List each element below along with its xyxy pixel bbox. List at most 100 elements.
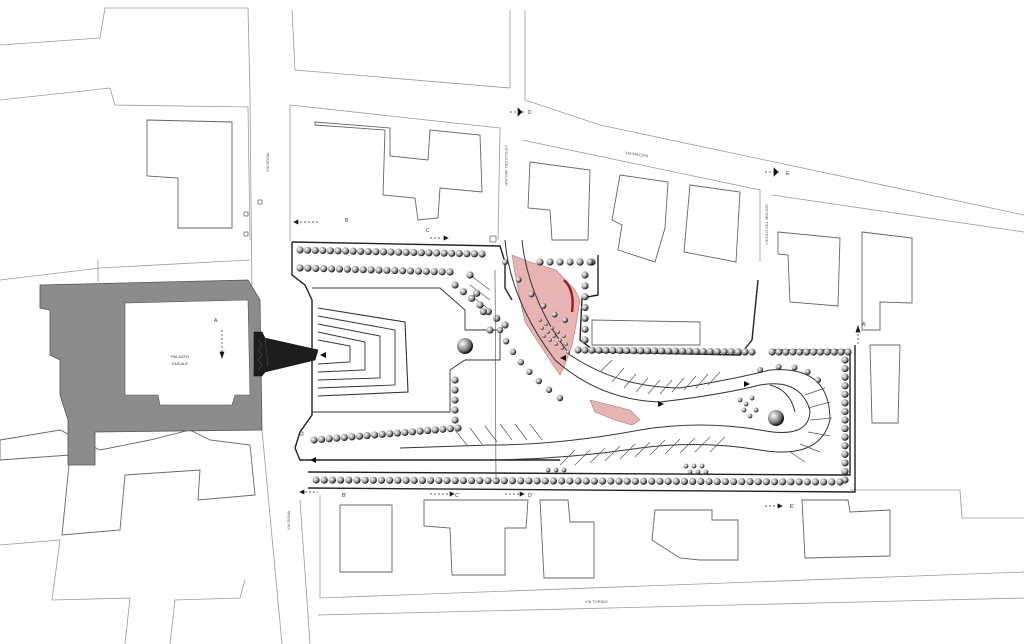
section-marker-e2: E' <box>765 503 794 510</box>
tree <box>341 247 350 255</box>
arrow-1 <box>310 457 316 463</box>
tree <box>789 348 797 356</box>
tree <box>422 267 430 275</box>
tree <box>582 477 590 485</box>
tree-rows <box>296 246 852 486</box>
tree <box>333 434 341 442</box>
tree <box>566 477 574 485</box>
tree <box>538 318 542 322</box>
tree <box>466 271 474 279</box>
arrow-4 <box>744 381 750 387</box>
tree <box>391 266 399 275</box>
tree <box>455 249 463 258</box>
arrow-3 <box>658 401 664 407</box>
tree <box>369 476 377 484</box>
tree <box>747 413 753 419</box>
tree <box>841 459 849 467</box>
tree <box>320 265 328 273</box>
tree <box>304 264 312 272</box>
tree <box>486 326 494 334</box>
tree <box>841 442 849 450</box>
tree <box>598 477 607 485</box>
tree <box>399 267 407 275</box>
tree <box>713 477 721 486</box>
tree <box>361 476 369 484</box>
fountain-statue-east <box>768 410 784 426</box>
tree <box>349 247 357 255</box>
tree <box>326 247 334 255</box>
tree <box>410 248 418 257</box>
tree <box>394 248 403 256</box>
tree <box>574 346 582 354</box>
tree <box>616 346 624 355</box>
tree <box>685 347 693 355</box>
tree <box>310 436 318 444</box>
tree <box>656 477 664 485</box>
tree <box>345 476 353 484</box>
tree <box>430 267 438 276</box>
tree <box>648 477 656 485</box>
tree <box>672 477 680 485</box>
tree <box>637 347 645 355</box>
tree <box>546 258 554 266</box>
tree <box>650 347 659 355</box>
tree <box>509 348 517 356</box>
tree <box>595 346 603 354</box>
tree <box>463 250 471 258</box>
tree <box>439 425 447 433</box>
tree <box>502 259 508 265</box>
tree <box>312 476 320 484</box>
tree <box>574 477 582 485</box>
tree <box>581 282 589 290</box>
tree <box>443 476 451 485</box>
tree <box>336 476 345 484</box>
tree <box>540 302 547 309</box>
tree <box>671 347 680 355</box>
tree <box>493 314 501 322</box>
tree <box>476 477 484 485</box>
arrow-5 <box>320 352 326 358</box>
tree <box>556 394 564 402</box>
tree <box>775 363 782 370</box>
tree <box>377 476 386 484</box>
tree <box>554 342 558 346</box>
tree <box>623 346 631 355</box>
tree <box>317 435 326 443</box>
tree <box>551 311 558 318</box>
tree <box>553 467 559 473</box>
tree <box>841 364 849 373</box>
tree <box>351 265 359 274</box>
tree <box>803 478 811 486</box>
tree <box>467 476 476 485</box>
tree <box>296 246 304 254</box>
tree <box>581 314 589 322</box>
tree <box>823 348 831 356</box>
tree <box>473 289 481 297</box>
tree <box>691 463 697 469</box>
tree <box>581 303 589 312</box>
tree <box>548 338 552 342</box>
tree <box>556 330 560 334</box>
tree <box>841 356 849 364</box>
tree <box>357 247 365 255</box>
tree <box>541 477 549 485</box>
tree <box>459 476 467 485</box>
tree <box>741 348 749 356</box>
tree <box>746 478 754 486</box>
tree <box>815 377 821 383</box>
tree <box>446 425 455 433</box>
street-labels: VIA ROMA VIA ROMA VIA MAZZINI VIA TORINO… <box>265 145 769 604</box>
tree <box>576 258 584 266</box>
tree <box>743 401 749 407</box>
tree <box>478 250 486 258</box>
tree <box>775 348 783 356</box>
tree <box>406 267 415 275</box>
tree <box>721 477 729 486</box>
tree <box>738 478 746 486</box>
section-marker-b: B <box>293 218 349 225</box>
street-label-north: VIA MAZZINI <box>625 150 649 158</box>
tree <box>841 416 849 424</box>
tree <box>562 334 566 338</box>
tree <box>484 308 492 316</box>
tree <box>501 321 509 329</box>
